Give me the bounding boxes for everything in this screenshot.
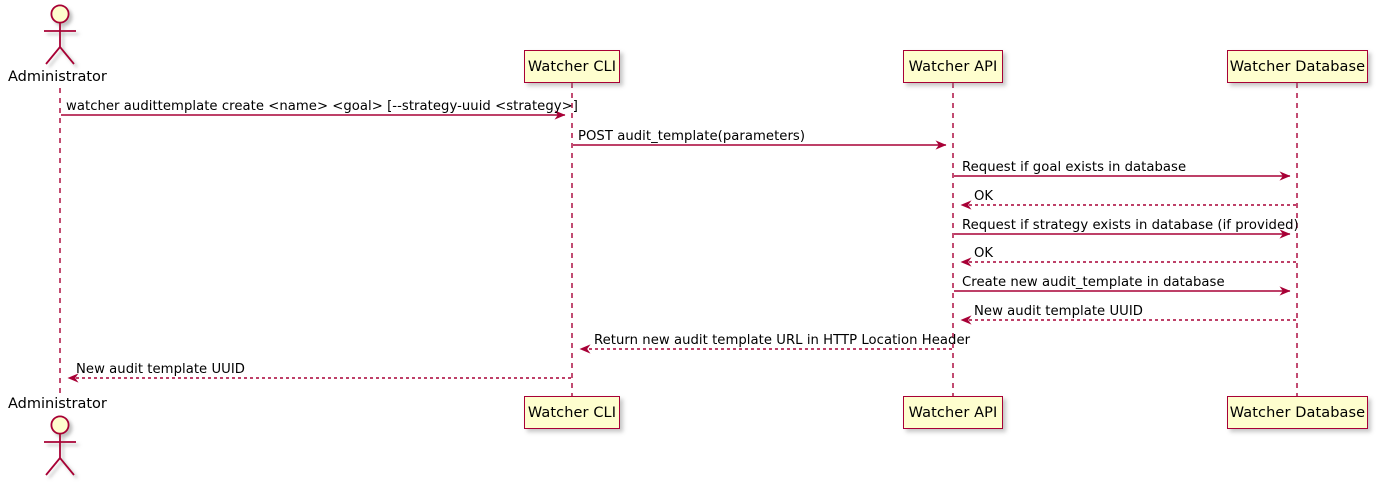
participant-label: Watcher CLI <box>527 404 617 421</box>
actor-name: Administrator <box>8 69 107 85</box>
message-label-9: Return new audit template URL in HTTP Lo… <box>594 333 970 348</box>
participant-box-watcher-api-top[interactable]: Watcher API <box>903 50 1003 83</box>
message-text: watcher audittemplate create <name> <goa… <box>66 99 578 114</box>
participant-label: Watcher Database <box>1229 404 1366 421</box>
participant-box-watcher-api-bottom[interactable]: Watcher API <box>903 396 1003 429</box>
actor-label-administrator-bottom: Administrator <box>8 396 107 412</box>
message-text: New audit template UUID <box>76 362 246 377</box>
message-text: OK <box>974 246 994 261</box>
message-label-3: Request if goal exists in database <box>962 160 1186 175</box>
actor-administrator-top-figure <box>44 4 76 65</box>
message-label-5: Request if strategy exists in database (… <box>962 218 1299 233</box>
message-label-6: OK <box>974 246 993 261</box>
participant-label: Watcher CLI <box>527 58 617 75</box>
participant-label: Watcher API <box>908 58 998 75</box>
message-label-4: OK <box>974 189 993 204</box>
message-label-2: POST audit_template(parameters) <box>578 129 805 144</box>
actor-administrator-bottom-figure <box>44 415 76 476</box>
actor-label-administrator-top: Administrator <box>8 69 107 85</box>
message-text: Return new audit template URL in HTTP Lo… <box>594 333 971 348</box>
message-label-1: watcher audittemplate create <name> <goa… <box>66 99 578 114</box>
message-label-7: Create new audit_template in database <box>962 275 1225 290</box>
message-text: Create new audit_template in database <box>962 275 1225 290</box>
message-text: Request if goal exists in database <box>962 160 1187 175</box>
message-label-8: New audit template UUID <box>974 304 1143 319</box>
participant-box-watcher-cli-bottom[interactable]: Watcher CLI <box>524 396 620 429</box>
participant-box-watcher-db-bottom[interactable]: Watcher Database <box>1227 396 1368 429</box>
participant-label: Watcher API <box>908 404 998 421</box>
participant-label: Watcher Database <box>1229 58 1366 75</box>
actor-name: Administrator <box>8 396 107 412</box>
participant-box-watcher-db-top[interactable]: Watcher Database <box>1227 50 1368 83</box>
message-text: New audit template UUID <box>974 304 1144 319</box>
message-label-10: New audit template UUID <box>76 362 245 377</box>
participant-box-watcher-cli-top[interactable]: Watcher CLI <box>524 50 620 83</box>
message-text: Request if strategy exists in database (… <box>962 218 1299 233</box>
message-text: OK <box>974 189 994 204</box>
message-text: POST audit_template(parameters) <box>578 129 806 144</box>
